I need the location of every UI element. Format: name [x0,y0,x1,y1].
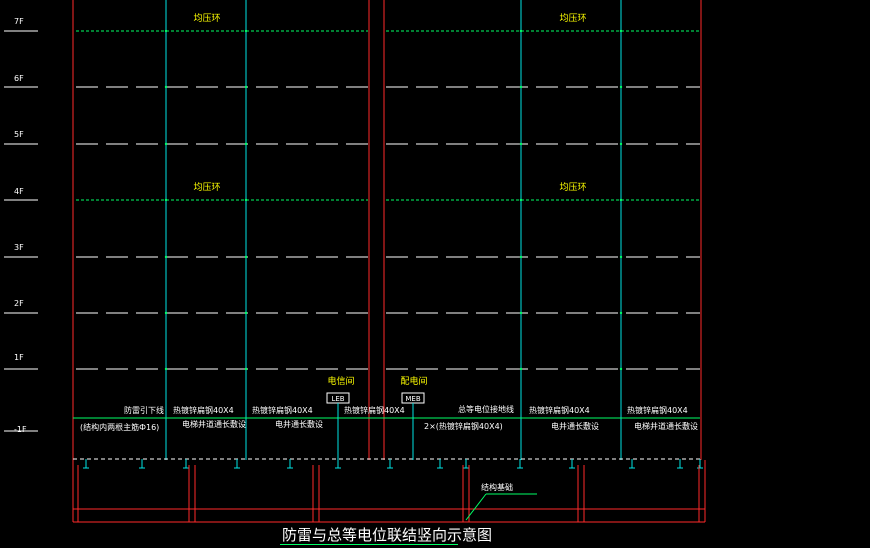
conductor-node [164,142,168,146]
ring-label-4: 均压环 [559,181,586,193]
foundation-leader [465,493,487,521]
note-shaft-run-1: 电梯井道通长敷设 [182,419,246,429]
conductor-node [519,142,523,146]
conductor-node [244,255,248,259]
conductor-node [164,367,168,371]
note-main-bond: 总等电位接地线 [458,404,514,414]
floor-label-1f: 1F [14,353,24,362]
floor-levels: 7F 6F 5F 4F 3F 2F 1F -1F [4,17,700,434]
conductor-node [164,198,168,202]
conductor-node [244,198,248,202]
conductor-node [619,85,623,89]
floor-label-7f: 7F [14,17,24,26]
structure-lines [72,0,702,460]
conductor-node [244,367,248,371]
ring-label-2: 均压环 [559,12,586,24]
leb-label: LEB [331,395,344,403]
floor-label-5f: 5F [14,130,24,139]
ring-label-3: 均压环 [193,181,220,193]
conductor-node [244,311,248,315]
ring-label-1: 均压环 [193,12,220,24]
conductor-node [164,29,168,33]
note-lightning-down: 防雷引下线 [124,405,164,415]
conductor-node [244,85,248,89]
note-galv-flat-3: 热镀锌扁钢40X4 [344,405,405,415]
conductor-node [244,29,248,33]
diagram-title: 防雷与总等电位联结竖向示意图 [282,526,493,544]
floor-label-4f: 4F [14,187,24,196]
meb-label: MEB [405,395,420,403]
note-shaft-run-2: 电井通长敷设 [275,419,323,429]
conductor-node [519,367,523,371]
conductor-node [619,29,623,33]
room-telecom-label: 电信间 [327,375,354,387]
conductor-node [619,255,623,259]
conductor-node [519,255,523,259]
conductor-node [619,311,623,315]
note-main-bond-sub: 2×(热镀锌扁钢40X4) [424,421,503,431]
note-galv-flat-5: 热镀锌扁钢40X4 [627,405,688,415]
floor-label-6f: 6F [14,74,24,83]
equalizing-rings: 均压环均压环均压环均压环 [193,12,586,193]
conductor-node [244,142,248,146]
conductor-node [519,29,523,33]
note-shaft-run-5: 电梯井道通长敷设 [634,421,698,431]
foundation [72,460,706,523]
conductor-node [164,311,168,315]
bonding-lines: LEB MEB [73,392,703,469]
title-underline [280,544,458,545]
floor-label-3f: 3F [14,243,24,252]
conductor-node [519,311,523,315]
conductor-node [164,85,168,89]
floor-label-2f: 2F [14,299,24,308]
conductor-node [619,198,623,202]
note-galv-flat-4: 热镀锌扁钢40X4 [529,405,590,415]
note-lightning-down-sub: (结构内两根主筋Ф16) [80,422,159,432]
note-galv-flat-2: 热镀锌扁钢40X4 [252,405,313,415]
conductor-node [519,85,523,89]
conductor-node [619,142,623,146]
floor-label--1f: -1F [14,425,27,434]
note-galv-flat-1: 热镀锌扁钢40X4 [173,405,234,415]
conductor-node [519,198,523,202]
conductor-node [619,367,623,371]
note-shaft-run-4: 电井通长敷设 [551,421,599,431]
conductor-node [164,255,168,259]
room-power-label: 配电间 [400,375,427,387]
note-foundation: 结构基础 [481,482,513,492]
